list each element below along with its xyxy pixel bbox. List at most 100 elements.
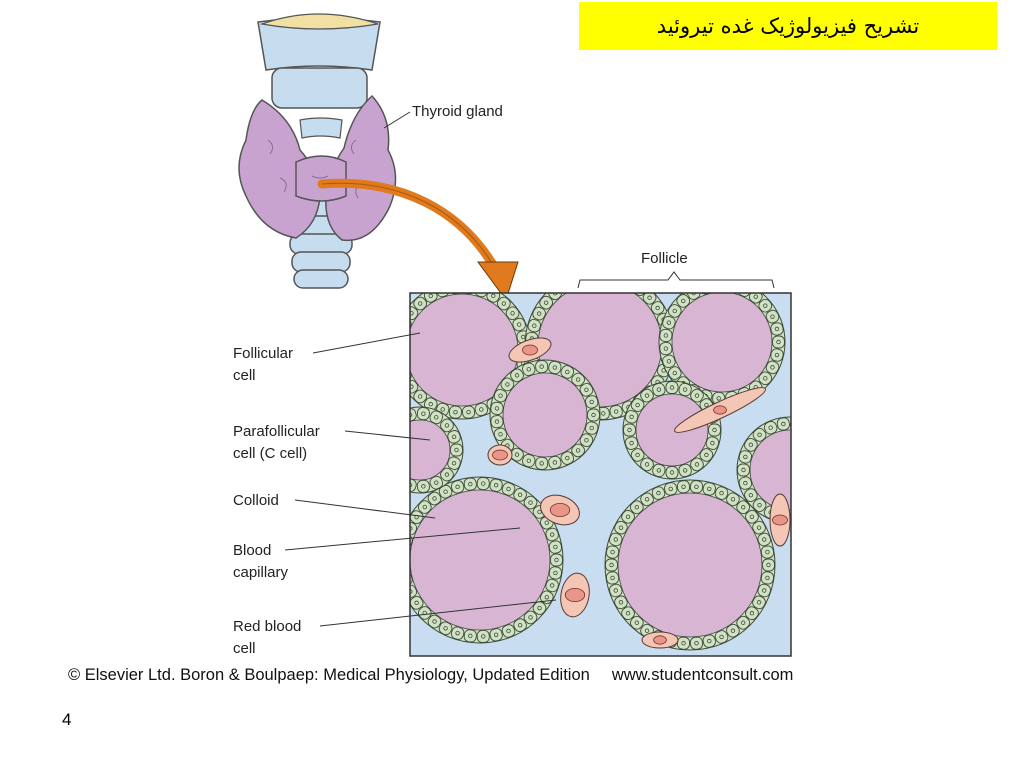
follicular-cell <box>757 532 771 547</box>
cell-nucleus <box>743 454 748 460</box>
cell-nucleus <box>644 497 650 502</box>
follicular-cell <box>413 389 428 404</box>
cell-nucleus <box>833 481 837 485</box>
cell-nucleus <box>403 374 407 378</box>
follicle-label: Follicle <box>641 250 688 267</box>
follicular-cell <box>493 388 508 403</box>
cell-nucleus <box>749 514 755 519</box>
follicular-cell <box>390 471 407 488</box>
follicular-cell <box>532 601 547 615</box>
follicular-cell <box>505 306 520 321</box>
cell-nucleus <box>663 346 669 351</box>
follicular-cell <box>461 293 476 295</box>
cell-nucleus <box>763 376 768 381</box>
thyroid-illustration <box>238 13 397 289</box>
follicular-cell <box>527 319 541 333</box>
cell-nucleus <box>635 402 640 408</box>
follicular-cell <box>510 447 524 462</box>
follicular-cell <box>762 558 775 572</box>
follicular-cell-label: Follicular <box>233 345 293 362</box>
follicular-cell <box>548 540 563 554</box>
cell-nucleus <box>765 575 770 581</box>
follicular-cell <box>745 606 759 621</box>
cell-nucleus <box>584 387 589 393</box>
cell-nucleus <box>532 323 537 328</box>
cell-nucleus <box>638 287 642 291</box>
follicular-cell <box>609 532 623 547</box>
cell-nucleus <box>716 396 721 401</box>
follicular-cell <box>447 456 461 470</box>
cell-nucleus <box>539 461 544 466</box>
follicular-cell <box>583 270 597 284</box>
cell-nucleus <box>403 323 407 327</box>
cell-nucleus <box>762 537 767 542</box>
cell-nucleus <box>666 320 672 325</box>
follicular-cell <box>539 295 554 310</box>
follicular-cell <box>545 527 559 542</box>
cell-nucleus <box>618 600 624 605</box>
follicular-cell <box>416 479 430 493</box>
follicular-cell <box>476 477 490 491</box>
cell-nucleus <box>704 286 708 290</box>
cell-nucleus <box>774 352 780 358</box>
follicular-cell <box>689 480 704 494</box>
follicular-cell <box>714 486 729 500</box>
follicular-cell <box>678 463 692 478</box>
cell-nucleus <box>396 477 400 481</box>
cell-nucleus <box>480 289 484 293</box>
follicular-cell <box>664 482 678 496</box>
cell-nucleus <box>610 549 615 555</box>
follicular-cell <box>609 404 623 419</box>
cell-nucleus <box>601 275 605 279</box>
cell-nucleus <box>707 486 712 492</box>
cell-nucleus <box>565 369 570 375</box>
cell-nucleus <box>575 377 581 382</box>
cell-nucleus <box>528 615 533 620</box>
cell-nucleus <box>434 480 439 485</box>
cell-nucleus <box>743 288 747 292</box>
cell-nucleus <box>627 427 632 433</box>
cell-nucleus <box>655 305 660 311</box>
follicular-cell <box>678 382 692 397</box>
follicular-cell <box>548 360 562 375</box>
histology-panel <box>390 270 838 656</box>
follicular-cell <box>410 534 413 548</box>
follicular-cell <box>760 545 775 559</box>
cell-nucleus <box>704 402 709 408</box>
follicular-cell <box>821 437 838 454</box>
follicular-cell <box>651 486 666 500</box>
thyroid-left-lobe <box>238 99 321 239</box>
cell-nucleus <box>740 620 746 625</box>
follicular-cell <box>450 480 465 494</box>
follicular-cell <box>726 492 740 507</box>
cell-nucleus <box>549 532 555 537</box>
follicular-cell <box>560 365 575 379</box>
follicular-cell <box>522 453 536 468</box>
follicular-cell <box>652 463 666 478</box>
cell-nucleus <box>588 275 592 279</box>
cell-nucleus <box>609 562 614 568</box>
follicular-cell <box>801 420 817 436</box>
cell-nucleus <box>681 641 686 646</box>
cell-nucleus <box>669 470 675 475</box>
cell-nucleus <box>398 348 402 352</box>
follicular-cell <box>812 426 829 443</box>
cell-nucleus <box>682 468 688 473</box>
cell-nucleus <box>768 425 773 430</box>
cell-nucleus <box>656 490 661 496</box>
cell-nucleus <box>455 630 460 636</box>
cell-nucleus <box>743 480 748 486</box>
follicular-cell <box>662 315 676 330</box>
cell-nucleus <box>591 412 596 418</box>
follicular-cell <box>493 427 508 442</box>
cell-nucleus <box>491 293 496 299</box>
cell-nucleus <box>402 565 406 569</box>
follicular-cell <box>416 407 430 421</box>
follicular-cell <box>448 293 463 295</box>
cell-nucleus <box>428 401 433 407</box>
cell-nucleus <box>410 384 414 389</box>
cell-nucleus <box>710 440 715 446</box>
cell-nucleus <box>776 339 781 345</box>
cell-nucleus <box>601 411 606 416</box>
